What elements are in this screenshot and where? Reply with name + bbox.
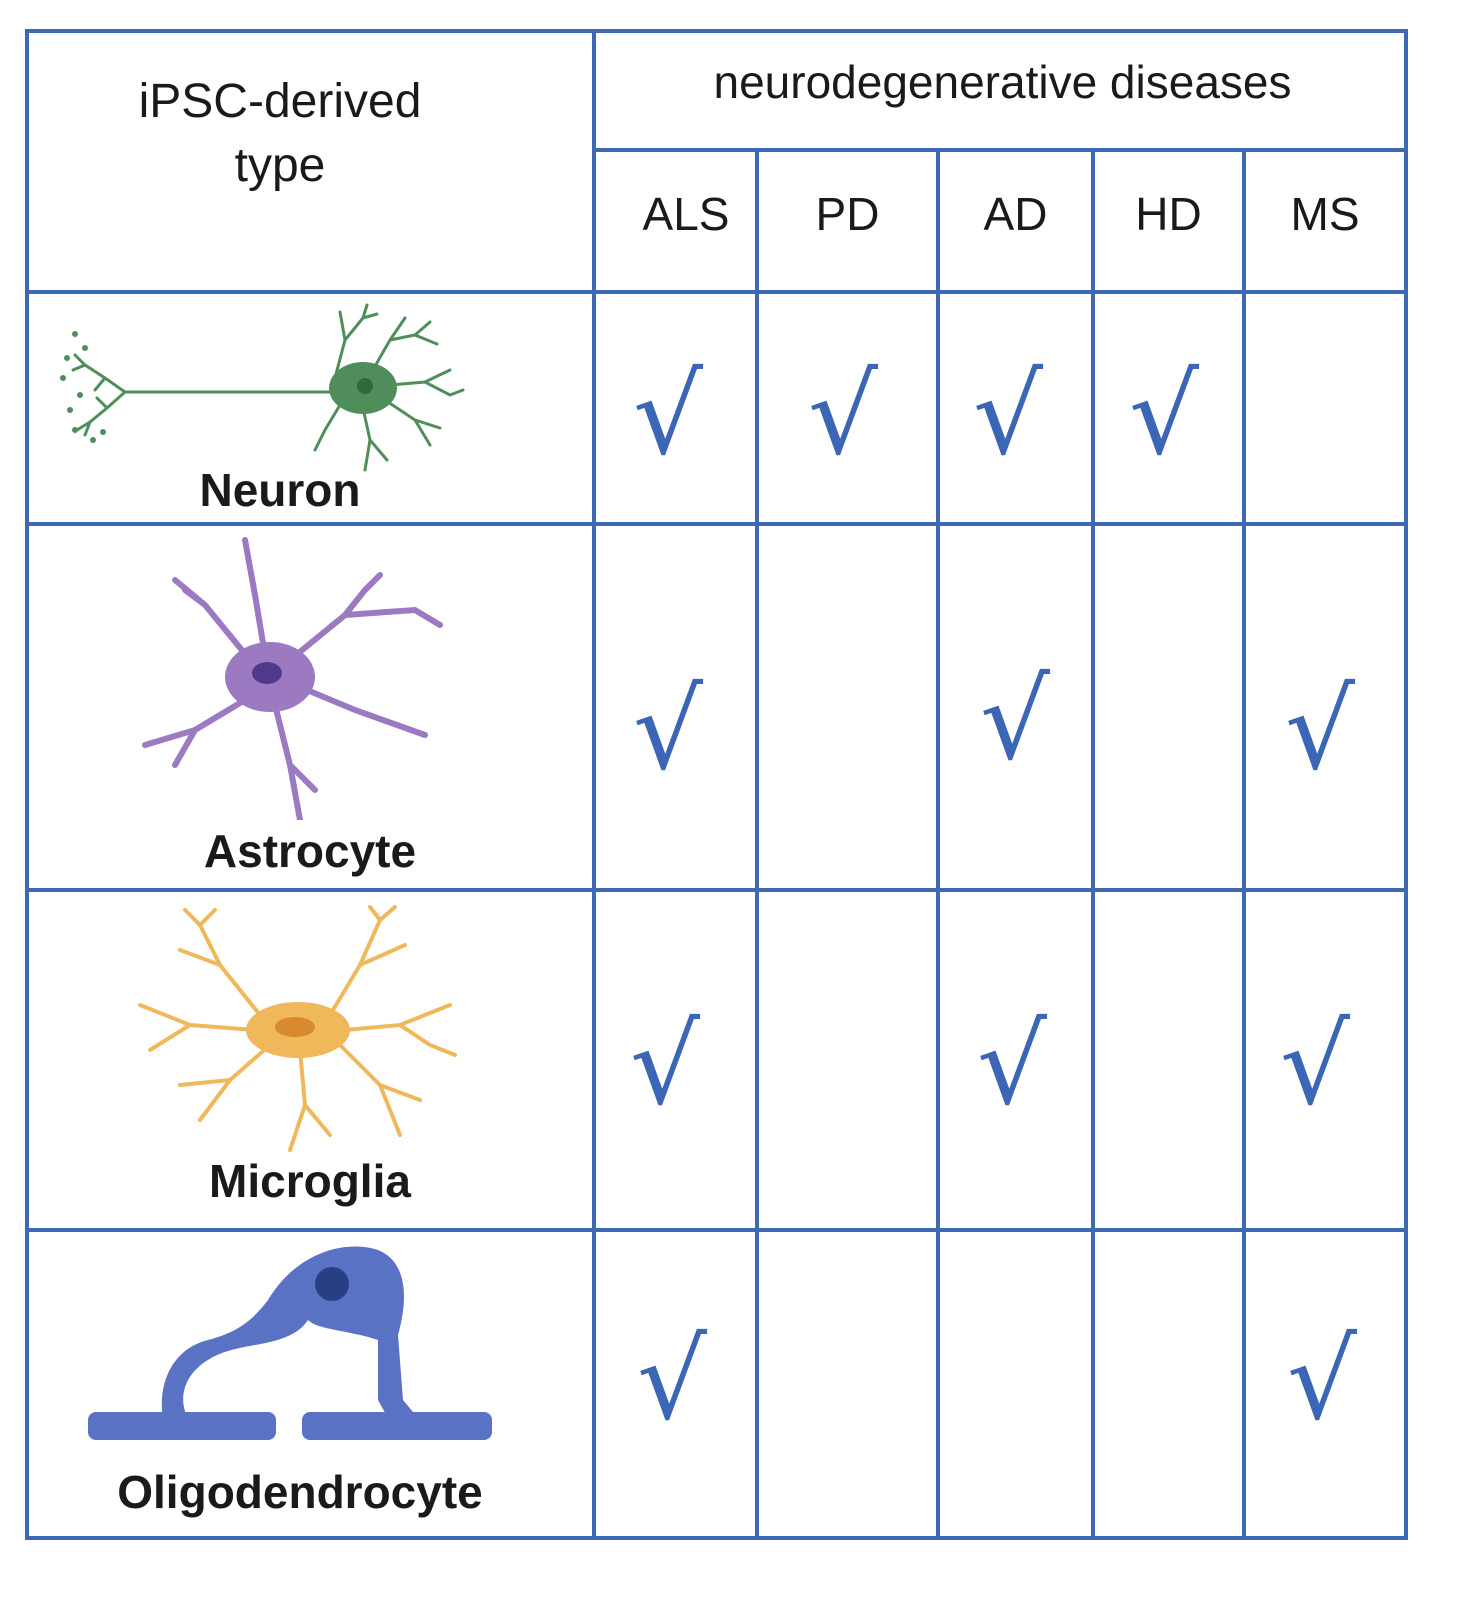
oligodendrocyte-icon [88, 1246, 492, 1440]
row-label-neuron: Neuron [199, 464, 361, 516]
column-header-ad: AD [983, 188, 1048, 240]
grid-line-right [1404, 29, 1408, 1540]
row-label-astrocyte: Astrocyte [203, 825, 417, 877]
column-header-hd: HD [1135, 188, 1202, 240]
diseases-header: neurodegenerative diseases [713, 56, 1292, 108]
column-header-als: ALS [642, 188, 730, 240]
grid-line-row-header [25, 290, 1408, 294]
grid-line-row-1 [25, 522, 1408, 526]
check-microglia-ms: √ [1279, 1001, 1351, 1129]
type-header-line1: iPSC-derived [138, 75, 422, 128]
type-header-line2: type [234, 139, 326, 192]
grid-line-subheader [592, 148, 1408, 152]
check-microglia-ad: √ [976, 1001, 1048, 1129]
check-oligodendrocyte-als: √ [636, 1316, 708, 1444]
grid-line-col-2 [936, 148, 940, 1540]
grid-line-col-3 [1091, 148, 1095, 1540]
grid-line-type-col [592, 29, 596, 1540]
column-header-ms: MS [1290, 188, 1360, 240]
check-microglia-als: √ [629, 1001, 701, 1129]
check-astrocyte-ad: √ [979, 656, 1051, 784]
row-label-microglia: Microglia [209, 1155, 411, 1207]
check-neuron-als: √ [632, 351, 704, 479]
check-neuron-pd: √ [807, 351, 879, 479]
check-neuron-ad: √ [972, 351, 1044, 479]
check-astrocyte-als: √ [632, 666, 704, 794]
check-astrocyte-ms: √ [1284, 666, 1356, 794]
grid-line-bottom [25, 1536, 1408, 1540]
grid-line-top [25, 29, 1408, 33]
type-header: iPSC-derived type [60, 70, 500, 198]
grid-line-left [25, 29, 29, 1540]
grid-line-col-4 [1242, 148, 1246, 1540]
check-oligodendrocyte-ms: √ [1286, 1316, 1358, 1444]
microglia-icon [138, 905, 457, 1152]
grid-line-col-1 [755, 148, 759, 1540]
neuron-icon [60, 303, 465, 472]
grid-line-row-2 [25, 888, 1408, 892]
row-label-oligodendrocyte: Oligodendrocyte [117, 1466, 483, 1518]
grid-line-row-3 [25, 1228, 1408, 1232]
column-header-pd: PD [815, 188, 880, 240]
check-neuron-hd: √ [1128, 351, 1200, 479]
astrocyte-icon [142, 537, 443, 820]
